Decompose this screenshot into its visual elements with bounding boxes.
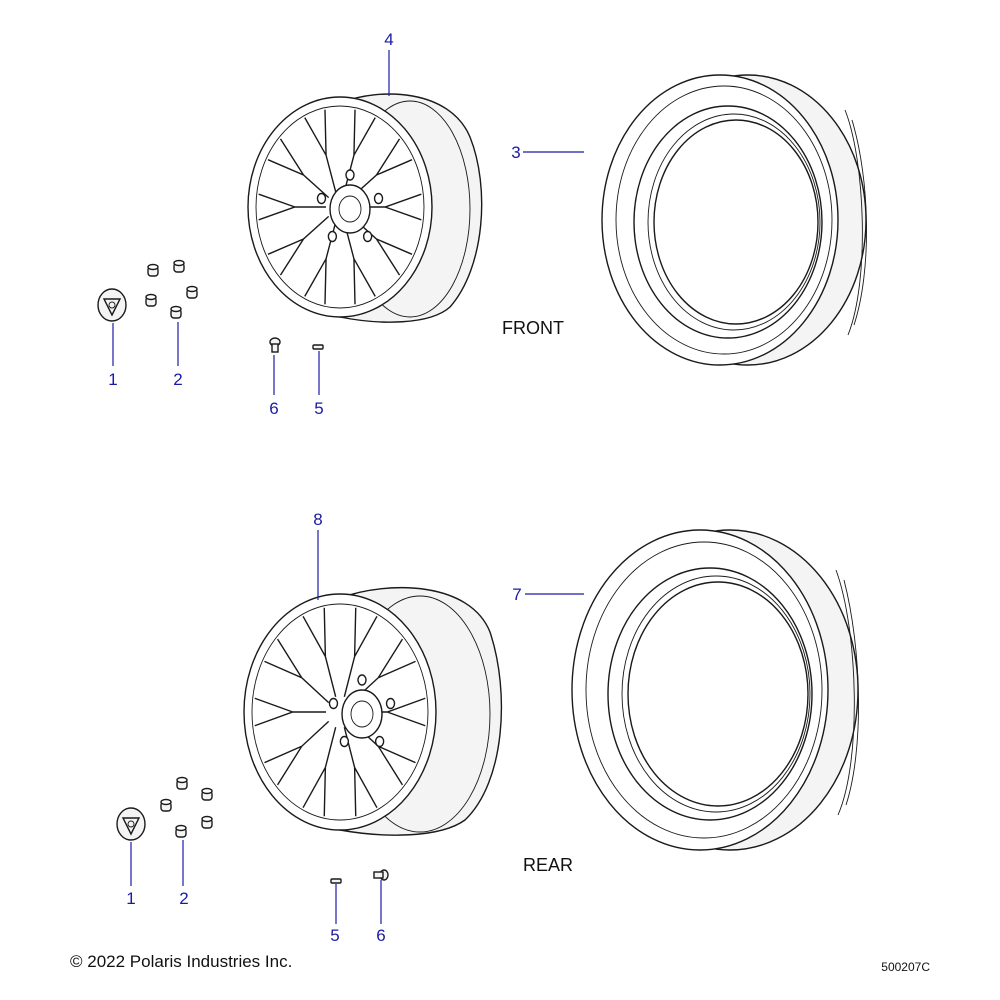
callout-rear-valve: 6 <box>376 926 385 945</box>
lug-nut <box>201 787 213 801</box>
rear-valve-cap <box>330 878 342 884</box>
spoke <box>302 727 337 817</box>
spoke <box>343 607 378 697</box>
lug-nut <box>173 259 185 273</box>
lug-hole <box>328 697 339 710</box>
spoke <box>267 138 330 199</box>
copyright-notice: © 2022 Polaris Industries Inc. <box>70 952 292 971</box>
lug-hole <box>357 674 367 686</box>
callout-rear-tire: 7 <box>512 585 521 604</box>
callout-front-valve-cap: 5 <box>314 399 323 418</box>
lug-hole <box>374 735 385 748</box>
spoke <box>304 109 337 192</box>
spoke <box>302 607 337 697</box>
lug-nut <box>175 824 187 838</box>
drawing-number: 500207C <box>881 960 930 974</box>
callout-front-tire: 3 <box>511 143 520 162</box>
rear-valve-stem <box>373 869 389 881</box>
spoke <box>264 638 330 704</box>
lug-hole <box>373 192 384 205</box>
front-valve-stem <box>269 337 281 353</box>
rear-wheel-lug-holes <box>328 674 396 748</box>
callout-rear-wheel: 8 <box>313 510 322 529</box>
callout-front-wheel: 4 <box>384 30 393 49</box>
lug-nut <box>186 285 198 299</box>
lug-hole <box>362 230 373 243</box>
lug-nut <box>170 305 182 319</box>
front-center-cap <box>97 288 127 322</box>
spoke <box>254 697 326 727</box>
rear-tire <box>571 529 859 851</box>
spoke <box>264 720 330 786</box>
lug-nut <box>160 798 172 812</box>
lug-nut <box>201 815 213 829</box>
rear-lug-nuts <box>160 776 213 838</box>
callout-rear-valve-cap: 5 <box>330 926 339 945</box>
lug-hole <box>345 169 355 181</box>
front-tire <box>601 74 867 366</box>
lug-hole <box>316 192 327 205</box>
lug-hole <box>339 735 350 748</box>
front-valve-cap <box>312 344 324 350</box>
lug-hole <box>327 230 338 243</box>
front-wheel-lug-holes <box>316 169 384 243</box>
section-label-front: FRONT <box>502 318 564 338</box>
front-lug-nuts <box>145 259 198 319</box>
spoke <box>267 215 330 276</box>
lug-nut <box>145 293 157 307</box>
spoke <box>258 193 326 221</box>
lug-nut <box>176 776 188 790</box>
rear-wheel <box>243 586 503 836</box>
callout-front-cap: 1 <box>108 370 117 389</box>
lug-nut <box>147 263 159 277</box>
front-wheel <box>247 93 483 323</box>
callout-front-nut: 2 <box>173 370 182 389</box>
spoke <box>343 222 376 305</box>
callout-rear-cap: 1 <box>126 889 135 908</box>
rear-center-cap <box>116 807 146 841</box>
callout-front-valve: 6 <box>269 399 278 418</box>
section-label-rear: REAR <box>523 855 573 875</box>
callout-rear-nut: 2 <box>179 889 188 908</box>
lug-hole <box>385 697 396 710</box>
